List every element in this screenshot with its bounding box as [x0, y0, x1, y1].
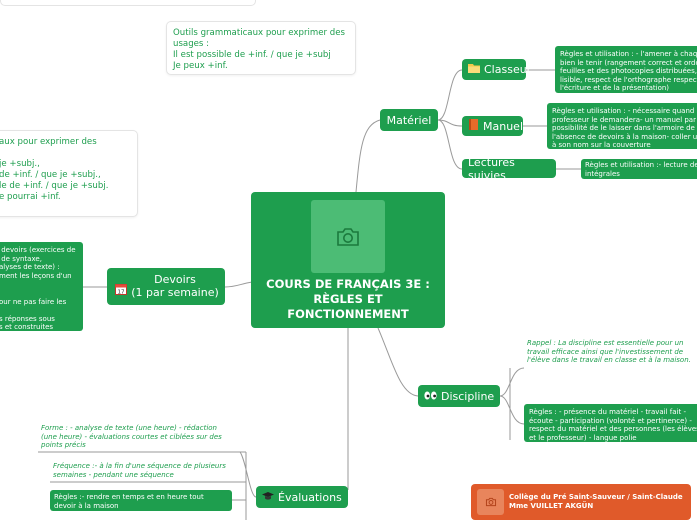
evaluations-label: Évaluations: [278, 490, 342, 504]
central-topic[interactable]: COURS DE FRANÇAIS 3E : RÈGLES ET FONCTIO…: [251, 192, 445, 328]
evaluations-forme: Forme : - analyse de texte (une heure) -…: [41, 424, 222, 450]
author-box: Collège du Pré Saint-Sauveur / Saint-Cla…: [471, 484, 691, 520]
branch-devoirs[interactable]: 17 Devoirs (1 par semaine): [107, 268, 225, 305]
discipline-regles: Règles : - présence du matériel - travai…: [524, 404, 697, 442]
branch-materiel[interactable]: Matériel: [380, 109, 438, 131]
devoirs-detail: devoirs (exercices de de syntaxe, alyses…: [0, 242, 83, 331]
camera-icon: [485, 497, 496, 507]
eyes-icon: [424, 390, 437, 403]
calendar-icon: 17: [115, 280, 127, 299]
manuel-detail: Règles et utilisation : - nécessaire qua…: [547, 103, 697, 149]
author-image-placeholder: [477, 489, 504, 515]
materiel-label: Matériel: [386, 113, 432, 127]
lectures-detail: Règles et utilisation :- lecture de inté…: [581, 159, 697, 179]
evaluations-frequence: Fréquence :- à la fin d'une séquence de …: [53, 462, 226, 479]
devoirs-label: Devoirs (1 par semaine): [131, 273, 219, 299]
classeur-label: Classeur: [484, 63, 532, 76]
svg-text:17: 17: [118, 290, 125, 296]
node-lectures-suivies[interactable]: Lectures suivies: [462, 156, 556, 182]
manuel-label: Manuel: [483, 119, 523, 133]
central-image-placeholder: [311, 200, 385, 273]
book-icon: [468, 119, 479, 133]
node-classeur[interactable]: Classeur: [462, 59, 531, 80]
grammar-note-top: Outils grammaticaux pour exprimer des us…: [166, 21, 356, 75]
author-text: Collège du Pré Saint-Sauveur / Saint-Cla…: [509, 493, 683, 510]
node-manuel[interactable]: Manuel: [462, 116, 523, 136]
classeur-detail: Règles et utilisation : - l'amener à cha…: [555, 46, 697, 93]
folder-icon: [468, 63, 480, 76]
discipline-rappel: Rappel : La discipline est essentielle p…: [527, 339, 691, 365]
grammar-note-left: aux pour exprimer des je +subj., de +inf…: [0, 130, 138, 217]
discipline-label: Discipline: [441, 389, 495, 403]
branch-discipline[interactable]: Discipline: [418, 385, 500, 407]
evaluations-regles: Règles :- rendre en temps et en heure to…: [50, 490, 232, 511]
branch-evaluations[interactable]: Évaluations: [256, 486, 348, 508]
partial-note-top: [0, 0, 256, 6]
camera-icon: [337, 227, 359, 246]
graduation-cap-icon: [262, 491, 274, 504]
central-title: COURS DE FRANÇAIS 3E : RÈGLES ET FONCTIO…: [266, 277, 430, 321]
lectures-label: Lectures suivies: [468, 155, 515, 182]
